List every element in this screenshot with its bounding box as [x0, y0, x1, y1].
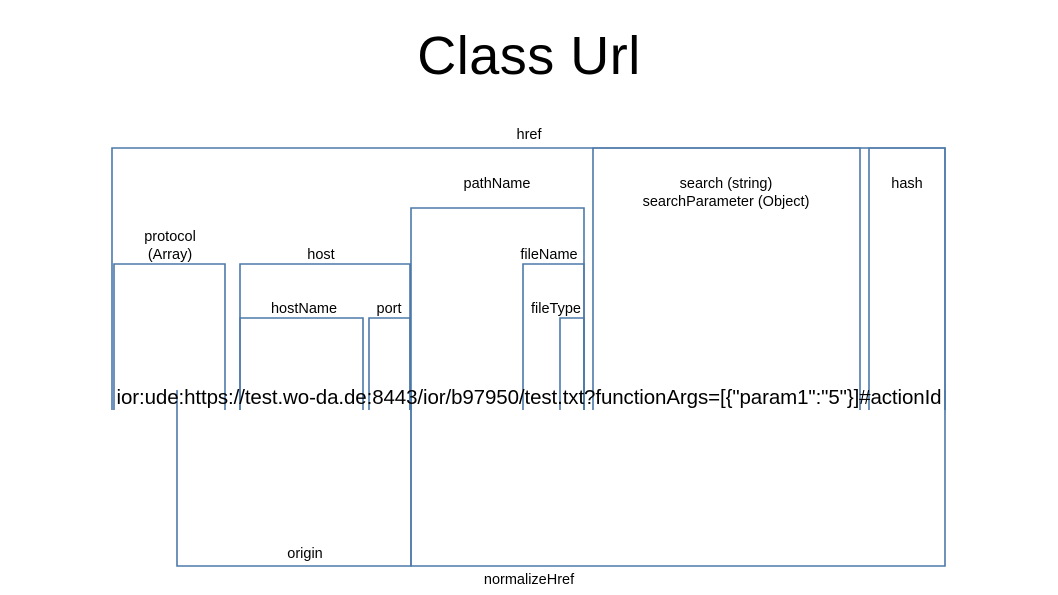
bracket-origin: [176, 390, 412, 567]
bracket-fileType: [559, 317, 585, 410]
bracket-label-line: pathName: [464, 176, 531, 192]
bracket-label-line: href: [517, 127, 543, 143]
bracket-label-line: (Array): [148, 247, 192, 263]
bracket-label-origin: origin: [287, 546, 322, 562]
url-example-string: ior:ude:https://test.wo-da.de:8443/ior/b…: [116, 386, 942, 409]
bracket-label-line: search (string): [680, 176, 773, 192]
bracket-label-search: search (string) searchParameter (Object): [643, 176, 810, 210]
bracket-hostName: [239, 317, 364, 410]
brackets-layer: [111, 147, 946, 567]
bracket-normalizeHref: [410, 390, 946, 567]
bracket-label-line: origin: [287, 546, 322, 562]
bracket-port: [368, 317, 411, 410]
bracket-protocol: [113, 263, 226, 410]
bracket-label-normalizeHref: normalizeHref: [484, 572, 575, 588]
page-title: Class Url: [417, 26, 641, 86]
bracket-label-host: host: [307, 247, 334, 263]
bracket-label-line: host: [307, 247, 334, 263]
bracket-label-line: normalizeHref: [484, 572, 575, 588]
bracket-label-line: fileType: [531, 301, 581, 317]
bracket-label-port: port: [377, 301, 402, 317]
bracket-label-hostName: hostName: [271, 301, 337, 317]
bracket-label-line: port: [377, 301, 402, 317]
bracket-label-protocol: protocol (Array): [144, 229, 196, 263]
bracket-label-href: href: [517, 127, 543, 143]
bracket-label-line: hash: [891, 176, 922, 192]
bracket-search: [592, 147, 861, 410]
bracket-hash: [868, 147, 946, 410]
bracket-label-fileType: fileType: [531, 301, 581, 317]
bracket-label-fileName: fileName: [520, 247, 577, 263]
bracket-label-pathName: pathName: [464, 176, 531, 192]
bracket-label-line: hostName: [271, 301, 337, 317]
bracket-labels-layer: href pathName search (string) searchParamet…: [144, 127, 923, 588]
bracket-label-hash: hash: [891, 176, 922, 192]
bracket-label-line: protocol: [144, 229, 196, 245]
bracket-label-line: fileName: [520, 247, 577, 263]
bracket-label-line: searchParameter (Object): [643, 194, 810, 210]
